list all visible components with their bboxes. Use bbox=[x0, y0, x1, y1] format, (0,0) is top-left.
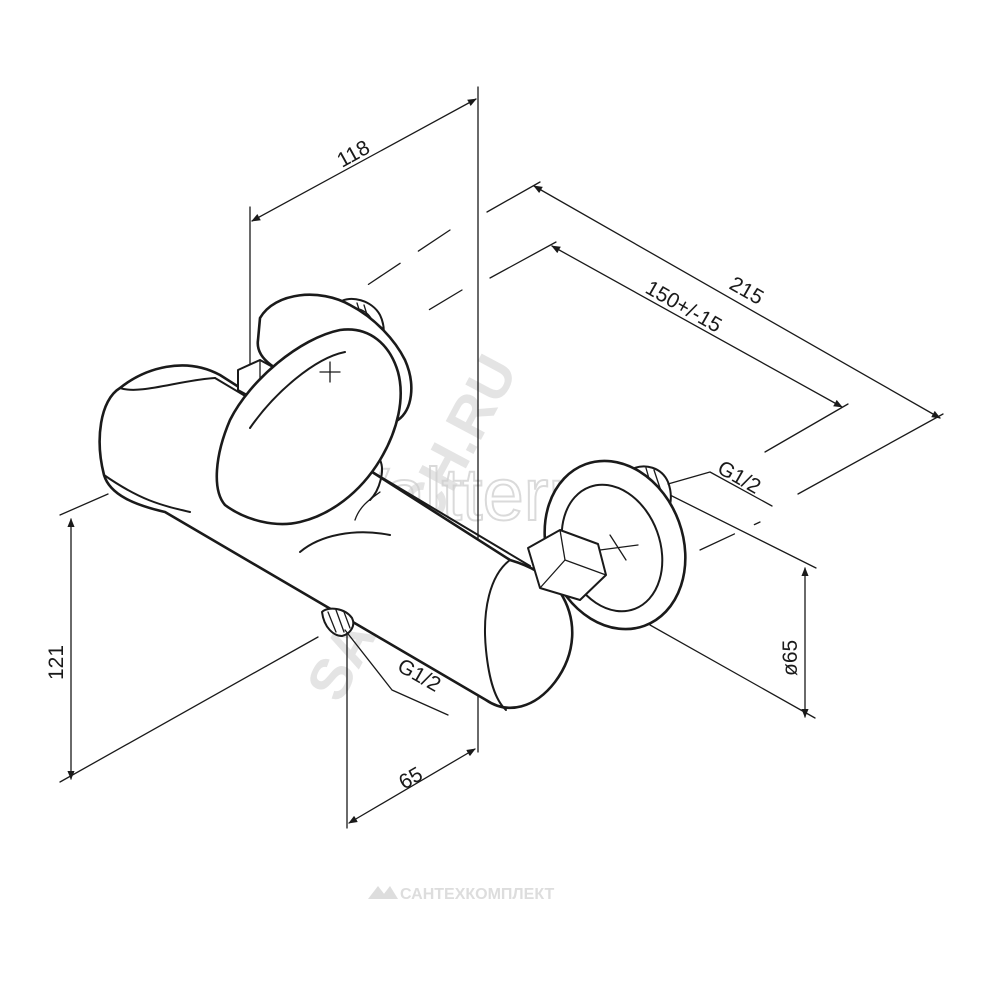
dimension-lines bbox=[67, 98, 941, 824]
dim-line-215 bbox=[533, 185, 941, 419]
leader-g12-bottom bbox=[344, 629, 449, 716]
dim-line-118 bbox=[251, 98, 477, 222]
dim-line-65 bbox=[348, 748, 476, 824]
footer-logo-icon bbox=[368, 886, 398, 899]
right-connector bbox=[527, 459, 687, 631]
label-g12-top: G1/2 bbox=[714, 456, 765, 498]
footer-watermark: САНТЕХКОМПЛЕКТ bbox=[400, 886, 554, 903]
label-65: 65 bbox=[395, 763, 427, 795]
leader-g12-top bbox=[667, 471, 773, 507]
bottom-outlet bbox=[321, 607, 355, 637]
label-215: 215 bbox=[726, 272, 768, 309]
label-118: 118 bbox=[333, 136, 373, 172]
mixer-body bbox=[98, 364, 574, 711]
label-150: 150+/-15 bbox=[642, 276, 726, 337]
dim-line-150 bbox=[551, 245, 843, 408]
label-diameter-65: ø65 bbox=[779, 640, 802, 676]
label-121: 121 bbox=[45, 645, 68, 680]
lever-handle bbox=[215, 293, 413, 526]
